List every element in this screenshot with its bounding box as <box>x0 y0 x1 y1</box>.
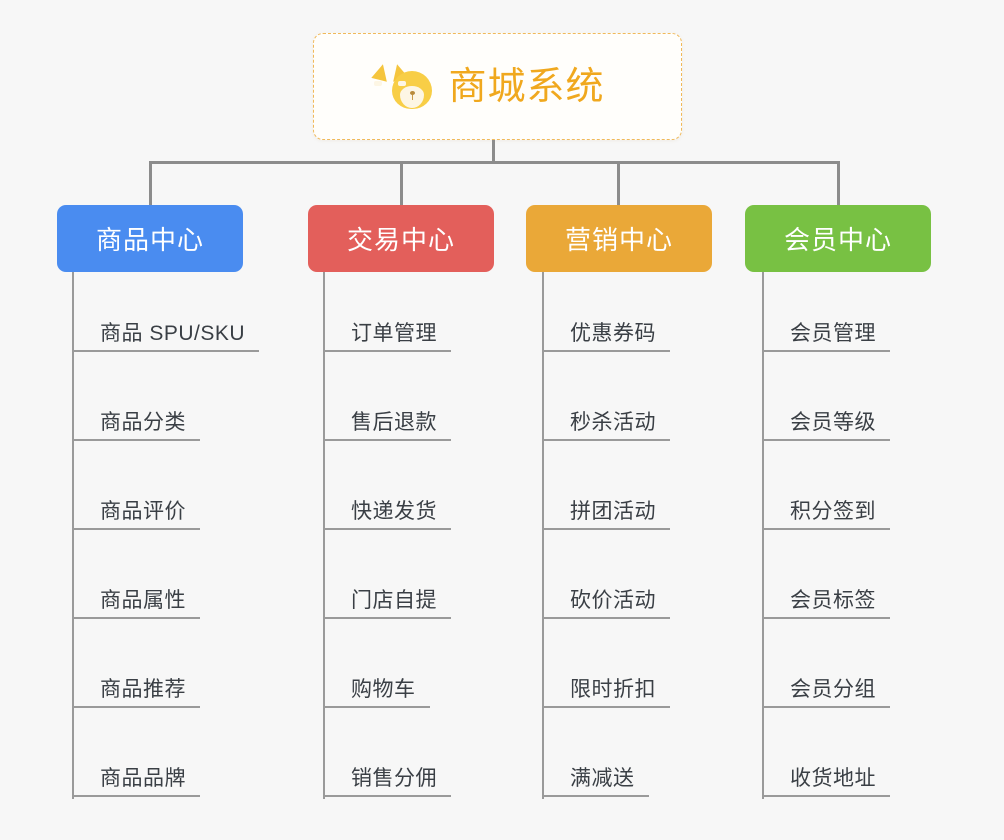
leaf-item[interactable]: 会员等级 <box>762 397 890 441</box>
leaf-item[interactable]: 积分签到 <box>762 486 890 530</box>
leaf-label: 会员标签 <box>790 588 876 612</box>
category-box-4[interactable]: 会员中心 <box>745 205 931 272</box>
leaf-item[interactable]: 快递发货 <box>323 486 451 530</box>
category-box-3[interactable]: 营销中心 <box>526 205 712 272</box>
leaf-label: 售后退款 <box>351 410 437 434</box>
leaf-item[interactable]: 门店自提 <box>323 575 451 619</box>
leaf-trunk-4 <box>762 272 764 799</box>
leaf-item[interactable]: 商品 SPU/SKU <box>72 308 260 352</box>
category-label-1: 商品中心 <box>95 225 204 255</box>
leaf-item[interactable]: 优惠券码 <box>542 308 670 352</box>
leaf-label: 快递发货 <box>351 499 437 523</box>
shiba-dog-face-icon <box>371 61 434 110</box>
leaf-label: 商品分类 <box>100 410 186 434</box>
connector-drop-2 <box>400 161 403 205</box>
leaf-item[interactable]: 会员分组 <box>762 664 890 708</box>
leaf-label: 销售分佣 <box>351 766 437 790</box>
connector-drop-3 <box>617 161 620 205</box>
leaf-label: 商品推荐 <box>100 677 186 701</box>
root-node-title: 商城系统 <box>448 65 605 108</box>
leaf-label: 会员分组 <box>790 677 876 701</box>
leaf-item[interactable]: 拼团活动 <box>542 486 670 530</box>
connector-horizontal-bus <box>149 161 840 164</box>
root-node-content: 商城系统 <box>371 61 605 110</box>
leaf-label: 会员管理 <box>790 321 876 345</box>
leaf-label: 门店自提 <box>351 588 437 612</box>
leaf-label: 优惠券码 <box>570 321 656 345</box>
leaf-item[interactable]: 秒杀活动 <box>542 397 670 441</box>
leaf-trunk-2 <box>323 272 325 799</box>
leaf-item[interactable]: 会员管理 <box>762 308 890 352</box>
leaf-label: 积分签到 <box>790 499 876 523</box>
leaf-item[interactable]: 砍价活动 <box>542 575 670 619</box>
leaf-item[interactable]: 售后退款 <box>323 397 451 441</box>
leaf-trunk-3 <box>542 272 544 799</box>
root-node-商城系统[interactable]: 商城系统 <box>313 33 682 140</box>
category-box-1[interactable]: 商品中心 <box>57 205 243 272</box>
leaf-item[interactable]: 商品属性 <box>72 575 200 619</box>
leaf-label: 会员等级 <box>790 410 876 434</box>
connector-root-stem <box>492 140 495 164</box>
leaf-label: 商品评价 <box>100 499 186 523</box>
leaf-item[interactable]: 订单管理 <box>323 308 451 352</box>
leaf-label: 收货地址 <box>790 766 876 790</box>
leaf-item[interactable]: 商品品牌 <box>72 753 200 797</box>
leaf-label: 限时折扣 <box>570 677 656 701</box>
leaf-label: 拼团活动 <box>570 499 656 523</box>
leaf-label: 订单管理 <box>351 321 437 345</box>
leaf-item[interactable]: 商品推荐 <box>72 664 200 708</box>
leaf-item[interactable]: 销售分佣 <box>323 753 451 797</box>
leaf-item[interactable]: 会员标签 <box>762 575 890 619</box>
leaf-item[interactable]: 购物车 <box>323 664 430 708</box>
connector-drop-4 <box>837 161 840 205</box>
leaf-label: 秒杀活动 <box>570 410 656 434</box>
category-label-3: 营销中心 <box>564 225 673 255</box>
category-label-4: 会员中心 <box>783 225 892 255</box>
leaf-label: 满减送 <box>570 766 635 790</box>
leaf-item[interactable]: 限时折扣 <box>542 664 670 708</box>
leaf-label: 商品品牌 <box>100 766 186 790</box>
leaf-item[interactable]: 商品分类 <box>72 397 200 441</box>
leaf-label: 购物车 <box>351 677 416 701</box>
category-box-2[interactable]: 交易中心 <box>308 205 494 272</box>
connector-drop-1 <box>149 161 152 205</box>
leaf-item[interactable]: 商品评价 <box>72 486 200 530</box>
leaf-item[interactable]: 收货地址 <box>762 753 890 797</box>
leaf-item[interactable]: 满减送 <box>542 753 649 797</box>
leaf-trunk-1 <box>72 272 74 799</box>
leaf-label: 商品属性 <box>100 588 186 612</box>
category-label-2: 交易中心 <box>346 225 455 255</box>
leaf-label: 砍价活动 <box>570 588 656 612</box>
leaf-label: 商品 SPU/SKU <box>100 321 246 345</box>
